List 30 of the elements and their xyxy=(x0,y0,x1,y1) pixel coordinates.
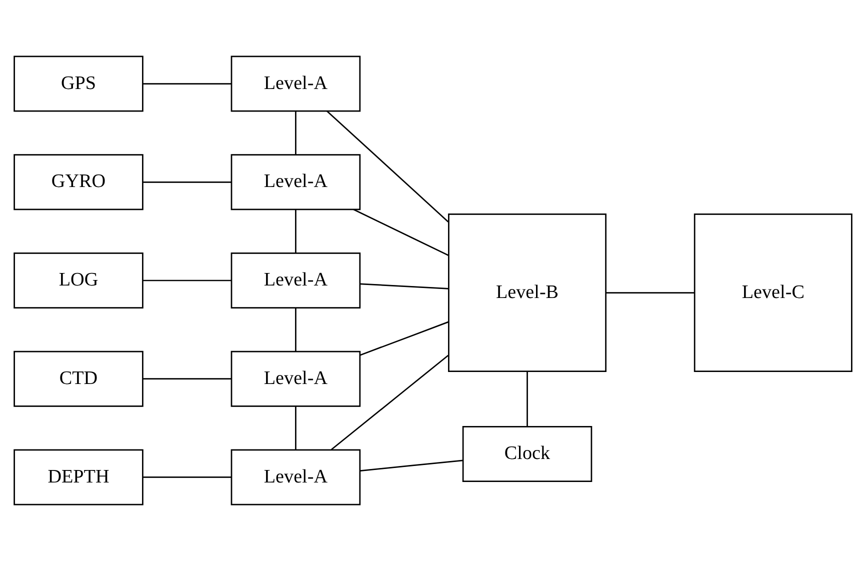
connector xyxy=(295,406,296,450)
connector xyxy=(295,111,296,154)
node-box: CTD xyxy=(14,350,144,407)
node-box: DEPTH xyxy=(14,449,144,506)
connector xyxy=(143,280,232,282)
connector xyxy=(353,208,449,256)
connector xyxy=(143,378,232,380)
connector xyxy=(360,460,464,472)
node-box: Level-A xyxy=(230,252,361,308)
node-box: GPS xyxy=(14,56,144,112)
node-box: Level-A xyxy=(230,56,361,112)
node-box: Clock xyxy=(462,426,592,482)
node-box: Level-A xyxy=(230,449,361,506)
connector xyxy=(360,283,449,290)
connector xyxy=(326,110,449,222)
node-box: GYRO xyxy=(14,154,144,210)
node-box: LOG xyxy=(14,252,144,308)
connector xyxy=(143,476,232,478)
connector xyxy=(330,354,449,450)
connector xyxy=(143,181,232,183)
connector xyxy=(295,210,296,253)
connector xyxy=(143,83,232,84)
connector xyxy=(526,372,528,426)
connector xyxy=(360,321,449,356)
connector xyxy=(295,308,296,352)
node-box: Level-B xyxy=(448,214,606,372)
connector xyxy=(606,292,694,294)
node-box: Level-C xyxy=(694,214,852,372)
node-box: Level-A xyxy=(230,154,361,210)
node-box: Level-A xyxy=(230,350,361,407)
